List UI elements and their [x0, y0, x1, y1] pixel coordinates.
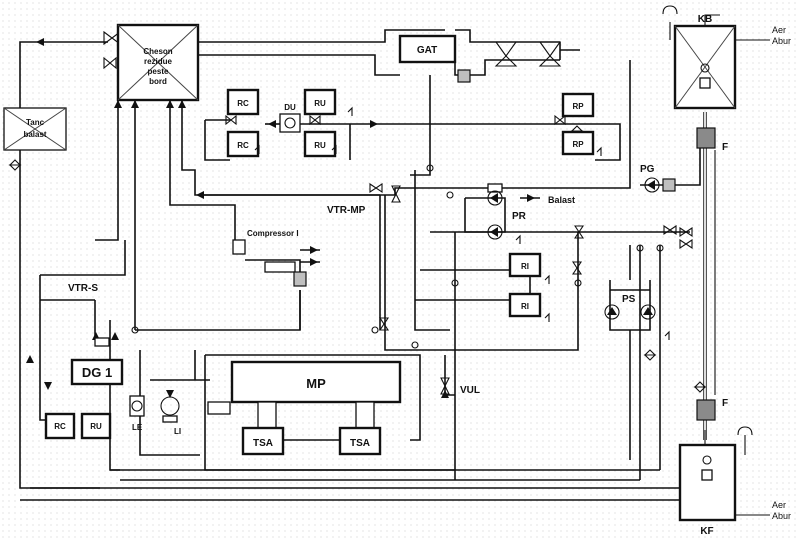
- tsa-unit-2: TSA: [338, 426, 382, 456]
- filter-top: F: [696, 127, 728, 153]
- valve-icon: [679, 238, 693, 250]
- li-label: LI: [174, 427, 181, 436]
- ps-pumps: PS: [604, 294, 656, 320]
- tank-ballast: Tanc balast: [3, 107, 67, 151]
- dg1-unit: DG 1: [70, 337, 124, 386]
- tank-scraps-label-4: bord: [149, 77, 167, 86]
- pipe-network: [19, 14, 770, 516]
- tank-kf-label: KF: [700, 526, 713, 537]
- vtr-s-label: VTR-S: [68, 283, 98, 294]
- vent-flags: [254, 106, 670, 340]
- valve-icon: [679, 226, 693, 238]
- ri-unit-2: RI: [508, 292, 542, 318]
- rp-unit-1: RP: [561, 92, 595, 118]
- mp-engine: MP: [207, 360, 402, 429]
- valve-icon: [378, 317, 390, 331]
- ru-small: RU: [80, 412, 112, 440]
- mp-label: MP: [306, 376, 326, 391]
- tank-scraps: Cheson rezidue peste bord: [116, 23, 200, 102]
- ru-unit-1: RU: [303, 88, 337, 116]
- du-unit: DU: [279, 103, 301, 133]
- ri-unit-1: RI: [508, 252, 542, 278]
- junctions: [131, 164, 664, 349]
- du-label: DU: [284, 103, 296, 112]
- ru-unit-2: RU: [303, 130, 337, 158]
- valve-icon: [309, 114, 321, 126]
- tank-ballast-label-1: Tanc: [26, 118, 45, 127]
- vtr-mp-label: VTR-MP: [327, 205, 366, 216]
- dg1-label: DG 1: [82, 365, 112, 380]
- rc-small: RC: [44, 412, 76, 440]
- rp2-label: RP: [572, 140, 584, 149]
- le-unit: LE: [129, 395, 145, 432]
- vul-label: VUL: [460, 385, 480, 396]
- compressor: Compressor I: [232, 229, 307, 287]
- gat-unit: GAT: [398, 34, 562, 83]
- filter-top-label: F: [722, 142, 728, 153]
- valve-icon: [225, 114, 237, 126]
- valve-icon: [571, 261, 583, 275]
- ri2-label: RI: [521, 302, 529, 311]
- tsa-unit-1: TSA: [241, 426, 285, 456]
- ri1-label: RI: [521, 262, 529, 271]
- vtr-mp: VTR-MP: [327, 185, 401, 216]
- vul-unit: VUL: [440, 377, 480, 396]
- valve-icon: [663, 224, 677, 236]
- rp1-label: RP: [572, 102, 584, 111]
- ru-small-label: RU: [90, 422, 102, 431]
- tank-kb-label: KB: [698, 14, 712, 25]
- pg-pump: PG: [640, 164, 676, 193]
- abur-label-bottom: Abur: [772, 511, 791, 521]
- rc-unit-1: RC: [226, 88, 260, 116]
- li-unit: LI: [160, 396, 181, 436]
- valve-icon: [369, 182, 383, 194]
- pg-label: PG: [640, 164, 655, 175]
- valve-icon: [573, 225, 585, 239]
- tank-kf: KF: [678, 443, 737, 537]
- tsa1-label: TSA: [253, 438, 273, 449]
- abur-label-top: Abur: [772, 36, 791, 46]
- valve-icon: [554, 114, 566, 126]
- filter-bottom-label: F: [722, 398, 728, 409]
- separator-icon: [494, 41, 562, 67]
- pr-pumps: PR Balast: [487, 183, 575, 240]
- tsa2-label: TSA: [350, 438, 370, 449]
- ru2-label: RU: [314, 141, 326, 150]
- valve-icon: [643, 349, 657, 361]
- rc2-label: RC: [237, 141, 249, 150]
- filter-bottom: F: [696, 398, 728, 421]
- balast-label: Balast: [548, 195, 575, 205]
- rc-small-label: RC: [54, 422, 66, 431]
- aer-label-top: Aer: [772, 25, 786, 35]
- rp-unit-2: RP: [561, 130, 595, 156]
- tank-scraps-label-2: rezidue: [144, 57, 173, 66]
- compressor-label: Compressor I: [247, 229, 299, 238]
- valve-icon: [8, 159, 22, 171]
- gat-label: GAT: [417, 45, 437, 56]
- le-label: LE: [132, 423, 143, 432]
- vtr-s: VTR-S: [68, 283, 98, 294]
- tank-kb: KB: [673, 14, 737, 110]
- valve-icon: [103, 56, 117, 70]
- tank-scraps-label-1: Cheson: [143, 47, 172, 56]
- vent-icon: [662, 5, 753, 436]
- ps-label: PS: [622, 294, 636, 305]
- ru1-label: RU: [314, 99, 326, 108]
- aer-label-bottom: Aer: [772, 500, 786, 510]
- rc1-label: RC: [237, 99, 249, 108]
- tank-ballast-label-2: balast: [23, 130, 46, 139]
- rc-unit-2: RC: [226, 130, 260, 158]
- valve-icon: [693, 381, 707, 393]
- tank-scraps-label-3: peste: [148, 67, 169, 76]
- pr-label: PR: [512, 211, 527, 222]
